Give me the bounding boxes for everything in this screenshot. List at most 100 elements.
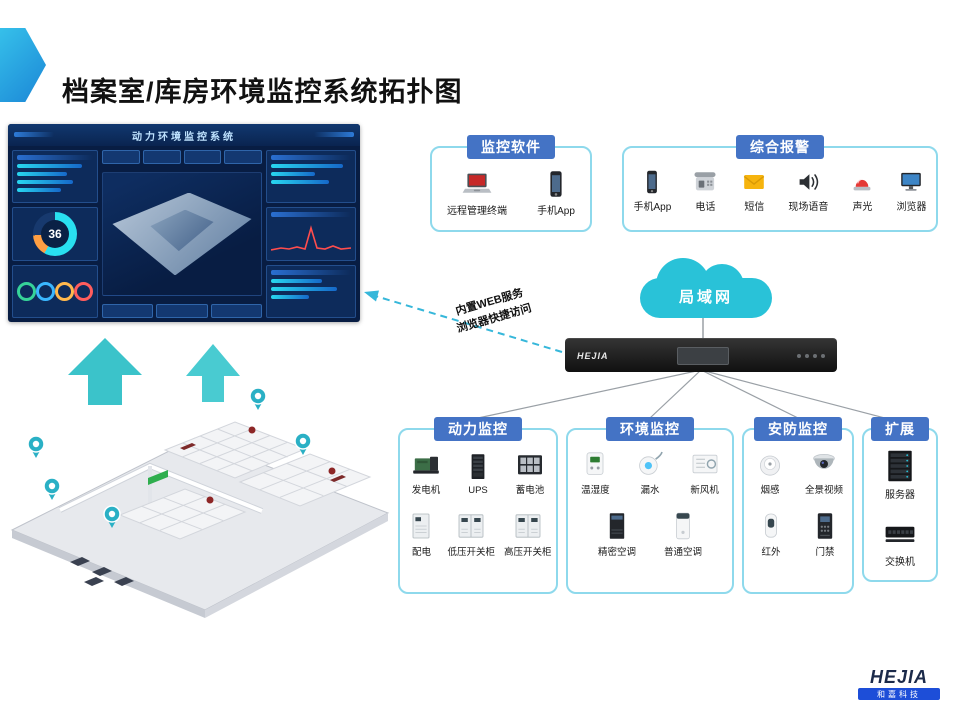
item-label: 温湿度 [581,485,610,496]
device-item: 全景视频 [805,448,843,496]
group-monitor-software: 监控软件 远程管理终端 手机App [430,135,592,232]
sensor-dot [206,426,336,504]
office-furniture [70,557,134,586]
generator-icon [409,448,443,480]
device-item: 短信 [739,168,769,213]
item-label: 红外 [761,547,781,558]
dashboard-kpi-chips [102,150,262,164]
alarm-beacon-icon [847,168,877,196]
device-item: 烟感 [753,448,787,496]
device-item: 红外 [754,510,788,558]
item-label: 服务器 [885,490,915,501]
logo-brand-text: HEJIA [869,667,928,687]
logo-company-name: 和嘉科技 [858,688,940,700]
dashboard-alarm-trend-panel [266,207,356,261]
group-power-monitoring: 动力监控 发电机 UPS 蓄电池 配电 低压开关柜 [398,417,558,594]
group-monitor-software-title: 监控软件 [467,135,555,159]
ordinary-ac-icon [666,510,700,542]
up-arrow-small [186,344,240,402]
item-label: 手机App [537,206,575,217]
panoramic-camera-icon [807,448,841,480]
lan-cloud: 局域网 [640,258,772,318]
item-label: 交换机 [885,557,915,568]
item-label: 烟感 [760,485,780,496]
device-item: 浏览器 [896,168,926,213]
dashboard-donut-value: 36 [48,227,62,241]
dashboard-donut: 36 [33,212,77,256]
dashboard-screenshot: 动力环境监控系统 36 [8,124,360,322]
device-item: 蓄电池 [513,448,547,496]
device-item: 发电机 [409,448,443,496]
item-label: 发电机 [411,485,441,496]
water-leak-icon [633,448,667,480]
dashboard-body: 36 [8,146,360,322]
group-expansion-title: 扩展 [871,417,929,441]
wall-display [148,470,168,485]
item-label: 全景视频 [804,485,843,496]
web-access-dashed-link [371,294,563,353]
dashboard-list-panel [12,150,98,204]
monitoring-host-device: HEJIA [565,338,837,372]
gauge-blue [36,281,55,301]
item-label: 高压开关柜 [503,547,552,558]
device-power-link [477,369,702,419]
dashboard-3d-room [102,172,262,296]
device-item: 远程管理终端 [447,168,507,217]
dashboard-header-deco [14,132,54,137]
item-label: 配电 [411,547,431,558]
device-item: 交换机 [878,515,922,568]
rack-zone [163,421,307,479]
dashboard-donut-panel: 36 [12,207,98,261]
rack-zone [238,453,372,507]
device-item: 配电 [404,510,438,558]
device-ports [796,353,825,358]
device-lcd-screen [676,346,729,365]
item-label: 现场语音 [788,202,829,213]
device-security-link [700,369,799,419]
server-icon [878,448,922,484]
smartphone-icon [637,168,667,196]
item-label: 远程管理终端 [447,206,508,217]
precision-ac-icon [600,510,634,542]
device-brand-label: HEJIA [577,350,609,361]
smartphone-icon [539,168,573,200]
dashboard-header-deco [314,132,354,137]
device-item: 手机App [634,168,671,213]
door [180,443,196,450]
item-label: 电话 [695,202,716,213]
alarm-spike-chart [271,225,351,252]
item-label: 低压开关柜 [447,547,495,558]
laptop-icon [460,168,494,200]
item-label: UPS [468,485,488,496]
dashboard-kpi-chips [102,304,262,318]
ups-icon [461,451,495,483]
group-environment-monitoring: 环境监控 温湿度 漏水 新风机 精密空调 普通空调 [566,417,734,594]
item-label: 浏览器 [896,202,927,213]
device-item: 手机App [537,168,575,217]
device-item: 门禁 [808,510,842,558]
device-item: UPS [461,451,495,496]
dashboard-bars-panel [266,150,356,204]
device-item: 新风机 [688,448,722,496]
group-alarm: 综合报警 手机App 电话 短信 现场语音 声光 [622,135,938,232]
group-alarm-title: 综合报警 [736,135,824,159]
up-arrow-large [68,338,142,405]
device-item: 高压开关柜 [503,510,552,558]
item-label: 漏水 [640,485,660,496]
gauge-orange [55,281,74,301]
cloud-shape [640,278,772,318]
hv-switchgear-icon [511,510,545,542]
device-item: 漏水 [633,448,667,496]
sms-envelope-icon [739,168,769,196]
device-item: 现场语音 [788,168,828,213]
device-item: 服务器 [878,448,922,501]
lan-cloud-label: 局域网 [678,289,733,306]
browser-monitor-icon [896,168,926,196]
dashboard-bars-panel [266,264,356,318]
fresh-air-icon [688,448,722,480]
distribution-cabinet-icon [404,510,438,542]
device-item: 声光 [847,168,877,213]
telephone-icon [690,168,720,196]
